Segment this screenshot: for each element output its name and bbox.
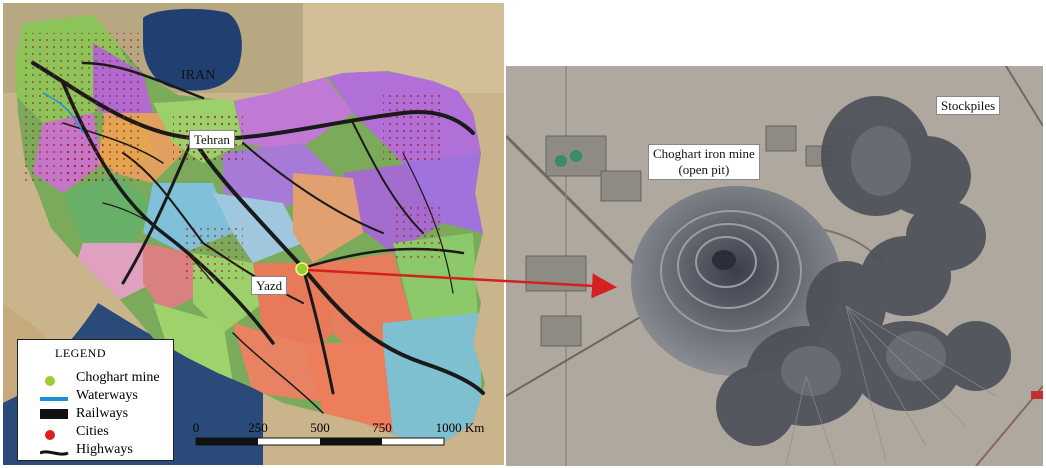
- scale-bar: 0 250 500 750 1000 Km: [190, 420, 490, 460]
- legend: LEGEND Choghart mine Waterways Railways …: [17, 339, 174, 461]
- caspian-sea: [143, 8, 242, 91]
- scale-tick-1000: 1000 Km: [435, 420, 485, 435]
- legend-item-railways: Railways: [18, 406, 173, 424]
- stockpiles-label: Stockpiles: [936, 96, 1001, 115]
- waterway: [42, 92, 84, 134]
- choghart-mine-marker: [295, 262, 309, 276]
- railway-bar-icon: [40, 409, 68, 419]
- legend-item-waterways: Waterways: [18, 388, 173, 406]
- satellite-image: Choghart iron mine (open pit) Stockpiles: [506, 66, 1043, 466]
- legend-item-highways: Highways: [18, 442, 173, 460]
- satellite-graphic: [506, 66, 1043, 466]
- scale-tick-0: 0: [192, 420, 200, 435]
- legend-item-cities: Cities: [18, 424, 173, 442]
- scale-tick-250: 250: [248, 420, 268, 435]
- mine-dot-icon: [45, 376, 55, 386]
- city-label-yazd: Yazd: [251, 276, 288, 295]
- scale-tick-500: 500: [310, 420, 330, 435]
- legend-item-choghart-mine: Choghart mine: [18, 370, 173, 388]
- highway-line-icon: [40, 450, 69, 456]
- city-label-tehran: Tehran: [189, 130, 235, 149]
- waterway-line-icon: [40, 397, 68, 401]
- city-dot-icon: [45, 430, 55, 440]
- scale-tick-750: 750: [372, 420, 392, 435]
- mine-label: Choghart iron mine (open pit): [648, 144, 760, 180]
- legend-title: LEGEND: [55, 346, 106, 360]
- country-label: IRAN: [181, 68, 216, 83]
- scale-bar-graphic: [195, 437, 445, 446]
- cities-markers: [23, 33, 443, 283]
